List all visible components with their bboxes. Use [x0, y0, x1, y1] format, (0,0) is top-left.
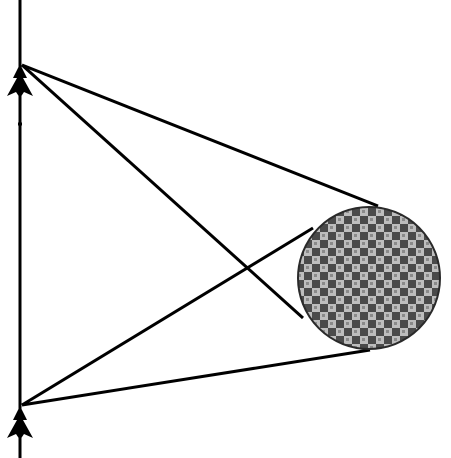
- arrowhead-up-icon: [7, 64, 33, 98]
- arrowhead-up-icon: [7, 406, 33, 440]
- textured-circle: [297, 206, 441, 350]
- upper-tangent-line-top: [21, 63, 379, 208]
- upper-cross-line: [20, 63, 305, 320]
- lower-cross-line: [21, 226, 314, 407]
- lower-tangent-line-bottom: [21, 348, 371, 407]
